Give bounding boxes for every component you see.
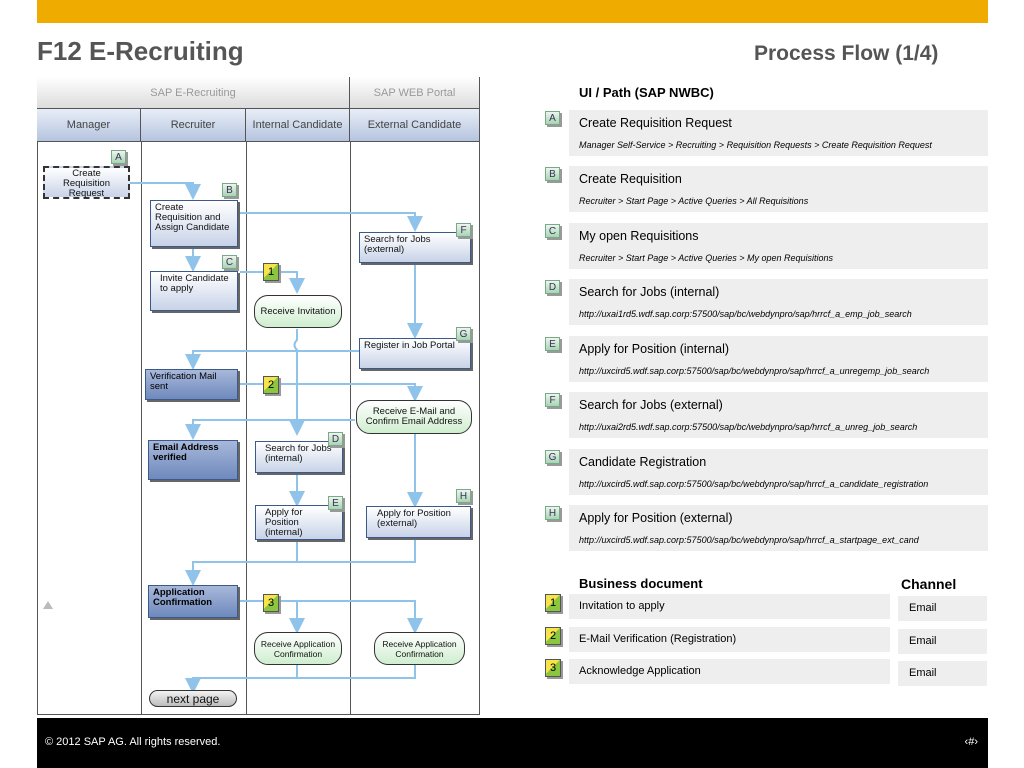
doc-2-icon: 2 <box>263 376 279 394</box>
ui-path-tag-icon: A <box>545 111 560 125</box>
ui-path-tag-icon: B <box>545 167 560 181</box>
system-lane-erecruiting: SAP E-Recruiting <box>37 77 350 109</box>
tag-h-icon: H <box>456 489 471 503</box>
scroll-up-triangle-icon[interactable] <box>43 601 53 609</box>
business-doc-number-icon: 3 <box>545 659 561 677</box>
role-internal-candidate: Internal Candidate <box>246 109 350 142</box>
business-doc-row <box>569 659 890 684</box>
tag-b-icon: B <box>222 183 237 197</box>
copyright-text: © 2012 SAP AG. All rights reserved. <box>45 736 221 748</box>
tag-a-icon: A <box>111 150 126 164</box>
business-doc-number-icon: 2 <box>545 627 561 645</box>
ui-path-link[interactable]: http://uxai1rd5.wdf.sap.corp:57500/sap/b… <box>579 309 912 319</box>
ui-path-tag-icon: H <box>545 506 560 520</box>
ui-path-heading: UI / Path (SAP NWBC) <box>579 85 714 100</box>
ui-path-tag-icon: F <box>545 393 560 407</box>
ui-path-title: Create Requisition <box>579 172 682 186</box>
role-external-candidate: External Candidate <box>350 109 480 142</box>
ui-path-row[interactable] <box>569 223 988 269</box>
ui-path-link[interactable]: Manager Self-Service > Recruiting > Requ… <box>579 140 932 150</box>
page-subtitle: Process Flow (1/4) <box>754 42 939 65</box>
role-manager: Manager <box>37 109 141 142</box>
email-verified-box: Email Address verified <box>148 440 238 480</box>
create-requisition-assign-box: Create Requisition and Assign Candidate <box>150 200 238 247</box>
channel-heading: Channel <box>901 576 957 592</box>
footer: © 2012 SAP AG. All rights reserved. ‹#› <box>37 718 988 768</box>
role-recruiter: Recruiter <box>141 109 246 142</box>
ui-path-tag-icon: E <box>545 337 560 351</box>
ui-path-link[interactable]: http://uxcird5.wdf.sap.corp:57500/sap/bc… <box>579 479 929 489</box>
business-doc-name: Invitation to apply <box>579 600 665 612</box>
tag-g-icon: G <box>456 327 471 341</box>
ui-path-title: Search for Jobs (external) <box>579 398 723 412</box>
register-job-portal-box: Register in Job Portal <box>359 338 471 369</box>
ui-path-row[interactable] <box>569 279 988 325</box>
invite-candidate-box: Invite Candidate to apply <box>150 271 238 311</box>
ui-path-title: Apply for Position (internal) <box>579 342 730 356</box>
lane-divider <box>141 142 142 715</box>
business-doc-name: Acknowledge Application <box>579 665 701 677</box>
ui-path-title: Create Requisition Request <box>579 116 732 130</box>
doc-3-icon: 3 <box>263 594 279 612</box>
business-doc-name: E-Mail Verification (Registration) <box>579 633 737 645</box>
ui-path-title: Search for Jobs (internal) <box>579 285 720 299</box>
ui-path-row[interactable] <box>569 336 988 382</box>
ui-path-title: My open Requisitions <box>579 229 699 243</box>
tag-c-icon: C <box>222 255 237 269</box>
ui-path-link[interactable]: Recruiter > Start Page > Active Queries … <box>579 253 834 263</box>
verification-mail-sent-box: Verification Mail sent <box>145 369 238 400</box>
ui-path-tag-icon: C <box>545 224 560 238</box>
receive-email-confirm-event: Receive E-Mail and Confirm Email Address <box>356 400 472 434</box>
business-doc-number-icon: 1 <box>545 594 561 612</box>
business-channel-value: Email <box>909 667 937 679</box>
lane-divider <box>246 142 247 715</box>
doc-1-icon: 1 <box>263 263 279 281</box>
lane-divider <box>350 142 351 715</box>
ui-path-row[interactable] <box>569 166 988 212</box>
receive-app-conf-external-event: Receive Application Confirmation <box>374 632 465 665</box>
create-requisition-request-box: Create Requisition Request <box>43 166 130 199</box>
apply-position-external-box: Apply for Position (external) <box>366 506 471 538</box>
ui-path-tag-icon: D <box>545 280 560 294</box>
business-channel-value: Email <box>909 602 937 614</box>
top-accent-bar <box>37 0 988 23</box>
ui-path-link[interactable]: http://uxcird5.wdf.sap.corp:57500/sap/bc… <box>579 366 930 376</box>
business-doc-row <box>569 627 890 652</box>
ui-path-link[interactable]: http://uxcird5.wdf.sap.corp:57500/sap/bc… <box>579 535 919 545</box>
search-jobs-internal-box: Search for Jobs (internal) <box>255 441 343 473</box>
application-confirmation-box: Application Confirmation <box>148 585 238 618</box>
receive-app-conf-internal-event: Receive Application Confirmation <box>254 632 342 665</box>
ui-path-link[interactable]: Recruiter > Start Page > Active Queries … <box>579 196 809 206</box>
tag-e-icon: E <box>328 496 343 510</box>
business-channel-value: Email <box>909 635 937 647</box>
ui-path-title: Candidate Registration <box>579 455 707 469</box>
page-title: F12 E-Recruiting <box>37 36 244 66</box>
ui-path-row[interactable] <box>569 392 988 438</box>
ui-path-row[interactable] <box>569 505 988 551</box>
ui-path-tag-icon: G <box>545 450 560 464</box>
business-channel-cell <box>898 661 987 686</box>
apply-position-internal-box: Apply for Position (internal) <box>255 505 343 540</box>
business-doc-row <box>569 594 890 619</box>
tag-d-icon: D <box>328 432 343 446</box>
system-lane-web-portal: SAP WEB Portal <box>350 77 480 109</box>
page-number: ‹#› <box>964 736 978 748</box>
tag-f-icon: F <box>456 223 471 237</box>
ui-path-title: Apply for Position (external) <box>579 511 733 525</box>
business-document-heading: Business document <box>579 576 703 591</box>
ui-path-row[interactable] <box>569 449 988 495</box>
next-page-link[interactable]: next page <box>149 690 237 707</box>
ui-path-link[interactable]: http://uxai2rd5.wdf.sap.corp:57500/sap/b… <box>579 422 918 432</box>
receive-invitation-event: Receive Invitation <box>254 295 342 328</box>
search-jobs-external-box: Search for Jobs (external) <box>359 232 471 263</box>
business-channel-cell <box>898 629 987 654</box>
business-channel-cell <box>898 596 987 621</box>
ui-path-row[interactable] <box>569 110 988 156</box>
